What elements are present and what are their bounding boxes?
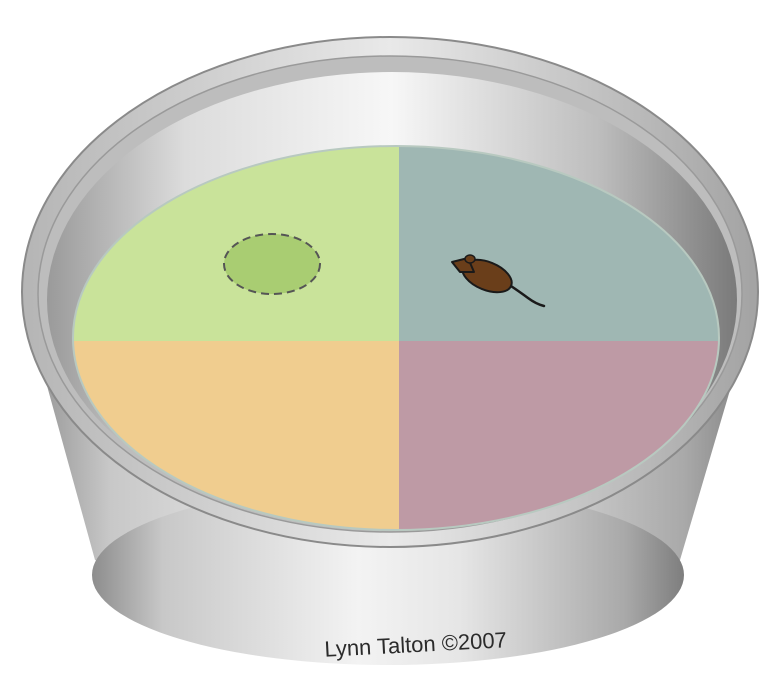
platform-icon xyxy=(224,234,320,294)
